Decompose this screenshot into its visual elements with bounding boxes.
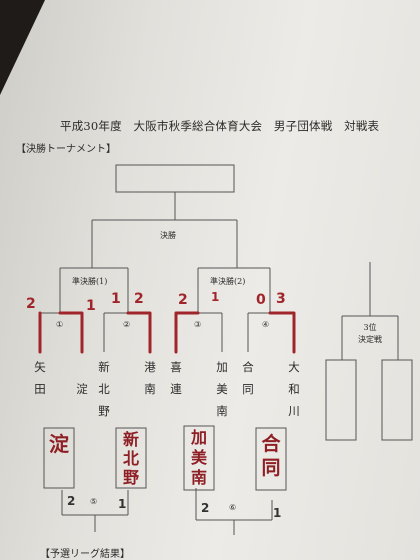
background-shadow (0, 0, 45, 95)
handwritten-winner-godo: 合同 (261, 433, 281, 479)
match6-score-left: 2 (201, 501, 210, 515)
final-label: 決勝 (160, 231, 176, 240)
match-number-2: ② (123, 320, 131, 329)
red-path-yodo (58, 311, 84, 354)
semifinal-2-label: 準決勝(2) (210, 277, 246, 286)
red-path-yamatogawa (268, 311, 296, 354)
handwritten-winner-shinkitano: 新北野 (122, 430, 139, 487)
team-kire: 喜連 (170, 360, 182, 396)
bottom-section-label: 【予選リーグ結果】 (40, 549, 130, 560)
match5-score-right: 1 (118, 497, 127, 511)
score-godo: 0 (256, 292, 266, 308)
handwritten-winner-kamiminami: 加美南 (190, 428, 207, 487)
score-yamatogawa: 3 (276, 291, 286, 307)
team-shinkitano: 新北野 (98, 360, 110, 418)
match5-score-left: 2 (67, 494, 76, 508)
score-konan: 2 (134, 291, 144, 307)
score-yodo: 1 (86, 298, 96, 314)
score-yata: 2 (26, 296, 36, 312)
score-kire: 2 (178, 292, 188, 308)
red-path-konan (126, 311, 152, 354)
team-yodo: 淀 (76, 382, 88, 396)
team-kamiminami: 加美南 (216, 360, 228, 418)
semifinal-1-label: 準決勝(1) (72, 277, 108, 286)
champion-box (115, 164, 235, 193)
match-number-3: ③ (194, 320, 202, 329)
match-number-1: ① (56, 320, 64, 329)
match-number-4: ④ (262, 320, 270, 329)
document-title: 平成30年度 大阪市秋季総合体育大会 男子団体戦 対戦表 (60, 119, 380, 133)
third-place-label: 3位決定戦 (358, 323, 382, 344)
team-yamatogawa: 大和川 (288, 360, 300, 418)
section-label: 【決勝トーナメント】 (16, 144, 116, 155)
team-konan: 港南 (144, 360, 156, 396)
match-number-5: ⑤ (90, 497, 98, 506)
team-godo: 合同 (242, 360, 254, 396)
score-kamiminami: 1 (211, 290, 220, 304)
handwritten-winner-yodo: 淀 (49, 432, 69, 456)
match6-score-right: 1 (273, 506, 282, 520)
team-yata: 矢田 (34, 360, 46, 396)
match-number-6: ⑥ (229, 503, 237, 512)
score-shinkitano: 1 (111, 291, 121, 307)
red-path-kire (174, 311, 200, 354)
